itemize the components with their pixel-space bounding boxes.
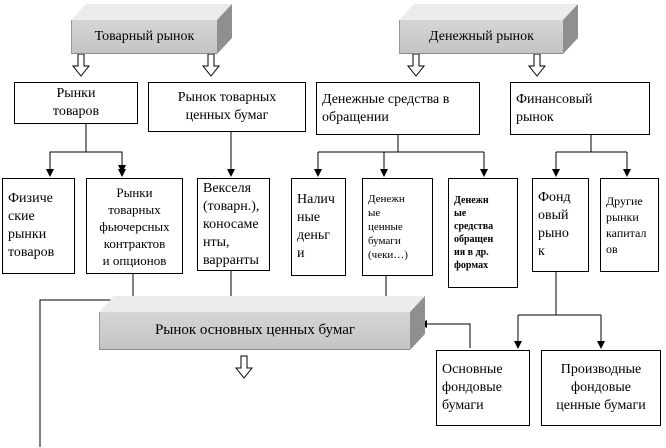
money-securities-label: Денежн ые ценные бумаги (чеки…) — [368, 193, 408, 261]
cash-box: Налич ные деньг и — [291, 178, 346, 276]
derivative-securities-box: Производные фондовые ценные бумаги — [541, 350, 661, 426]
bevel-right-money — [563, 4, 578, 54]
hollow-arrow-goods-2 — [201, 53, 221, 77]
bevel-top-money — [399, 4, 578, 20]
hollow-arrow-money-1 — [406, 53, 426, 77]
bills-warrants-box: Векселя (товарн.), коносаме нты, варрант… — [197, 178, 270, 271]
basic-securities-box: Основные фондовые бумаги — [436, 350, 530, 426]
futures-options-markets-label: Рынки товарных фьючерсных контрактов и о… — [99, 184, 170, 268]
stock-market-box: Фонд овый рыно к — [532, 178, 589, 272]
money-in-circulation-box: Денежные средства в обращении — [316, 82, 480, 135]
core-securities-market-label: Рынок основных ценных бумаг — [154, 322, 356, 338]
cash-label: Налич ные деньг и — [297, 192, 335, 261]
connector-futures-down — [39, 274, 134, 447]
hollow-arrow-money-2 — [527, 53, 547, 77]
goods-securities-market-label: Рынок товарных ценных бумаг — [177, 90, 277, 123]
bills-warrants-label: Векселя (товарн.), коносаме нты, варрант… — [203, 180, 260, 268]
stock-market-label: Фонд овый рыно к — [538, 190, 571, 259]
goods-market-box: Товарный рынок — [71, 20, 217, 54]
money-market-box: Денежный рынок — [399, 20, 563, 54]
other-money-forms-label: Денежн ые средства обращен ия в др. форм… — [454, 195, 494, 271]
other-capital-markets-box: Другие рынки капитал ов — [600, 178, 659, 272]
futures-options-markets-box: Рынки товарных фьючерсных контрактов и о… — [86, 178, 183, 274]
money-securities-box: Денежн ые ценные бумаги (чеки…) — [362, 178, 433, 276]
bevel-right-core — [410, 296, 425, 350]
hollow-arrow-core-down — [234, 355, 254, 379]
core-securities-market-box: Рынок основных ценных бумаг — [99, 312, 410, 350]
connector-basic-to-core — [419, 320, 471, 348]
physical-goods-markets-box: Физиче ские рынки товаров — [2, 178, 75, 274]
financial-market-label: Финансовый рынок — [516, 91, 593, 125]
bevel-top-core — [99, 296, 425, 312]
derivative-securities-label: Производные фондовые ценные бумаги — [556, 362, 646, 413]
connector-goods-markets — [49, 124, 122, 172]
other-capital-markets-label: Другие рынки капитал ов — [606, 194, 647, 256]
hollow-arrow-goods-1 — [71, 53, 91, 77]
goods-market-label: Товарный рынок — [94, 28, 195, 44]
money-in-circulation-label: Денежные средства в обращении — [322, 91, 450, 125]
goods-securities-market-box: Рынок товарных ценных бумаг — [148, 82, 306, 132]
money-market-label: Денежный рынок — [429, 28, 534, 44]
goods-markets-label: Рынки товаров — [52, 86, 100, 119]
bevel-right-goods — [217, 4, 232, 54]
physical-goods-markets-label: Физиче ские рынки товаров — [8, 191, 55, 260]
other-money-forms-box: Денежн ые средства обращен ия в др. форм… — [448, 178, 518, 288]
basic-securities-label: Основные фондовые бумаги — [442, 362, 503, 413]
goods-markets-box: Рынки товаров — [14, 82, 138, 124]
bevel-top-goods — [71, 4, 232, 20]
financial-market-box: Финансовый рынок — [510, 82, 650, 135]
